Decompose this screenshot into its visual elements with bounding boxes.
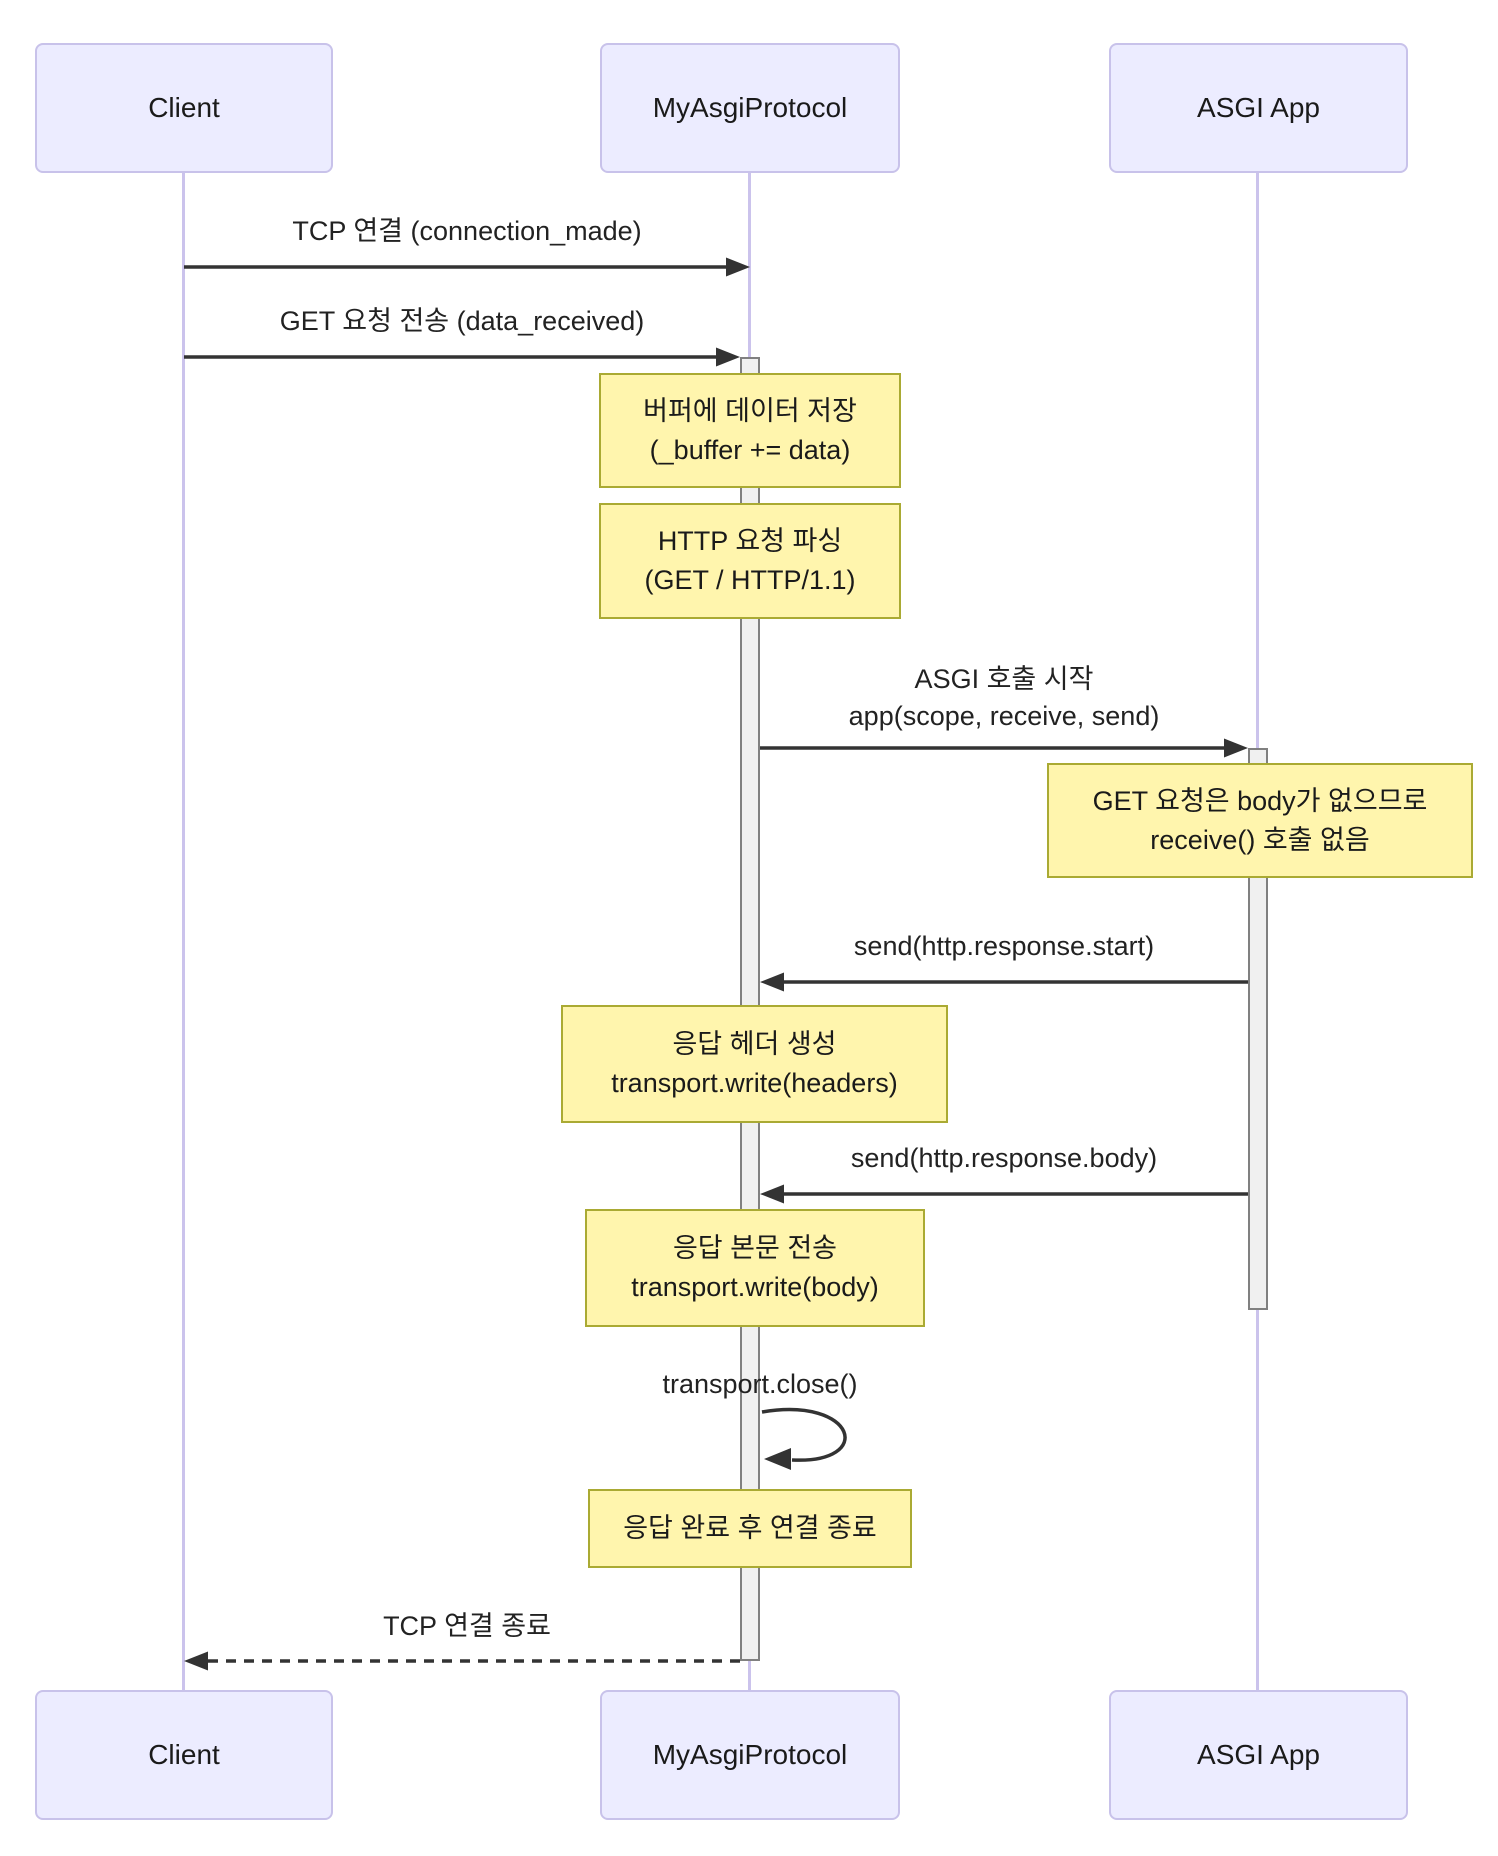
arrow-transport-close-loop	[761, 1407, 847, 1462]
note-connection-closed-line1: 응답 완료 후 연결 종료	[623, 1513, 877, 1543]
actor-bottom-myasgiprotocol: MyAsgiProtocol	[600, 1690, 900, 1820]
note-no-receive: GET 요청은 body가 없으므로 receive() 호출 없음	[1047, 763, 1473, 878]
actor-top-asgi-app: ASGI App	[1109, 43, 1408, 173]
message-label-asgi-call-line1: ASGI 호출 시작	[914, 664, 1094, 694]
note-no-receive-line2: receive() 호출 없음	[1150, 824, 1370, 855]
actor-top-myasgiprotocol-label: MyAsgiProtocol	[652, 92, 848, 123]
note-response-body-line1: 응답 본문 전송	[672, 1233, 838, 1263]
message-label-transport-close: transport.close()	[662, 1369, 858, 1399]
note-response-headers: 응답 헤더 생성 transport.write(headers)	[561, 1005, 948, 1123]
actor-top-client: Client	[35, 43, 333, 173]
arrowhead-asgi-call	[1224, 738, 1248, 758]
message-label-asgi-call-line2: app(scope, receive, send)	[848, 701, 1160, 731]
lifeline-client	[182, 173, 185, 1690]
actor-bottom-client-label: Client	[148, 1739, 220, 1770]
message-label-tcp-close: TCP 연결 종료	[383, 1611, 551, 1641]
actor-bottom-client: Client	[35, 1690, 333, 1820]
actor-top-myasgiprotocol: MyAsgiProtocol	[600, 43, 900, 173]
arrowhead-send-response-body	[760, 1184, 784, 1204]
note-buffer-store-line2: (_buffer += data)	[649, 434, 851, 465]
activation-asgi-app	[1248, 748, 1268, 1310]
note-http-parse: HTTP 요청 파싱 (GET / HTTP/1.1)	[599, 503, 901, 619]
note-response-body-line2: transport.write(body)	[631, 1272, 879, 1302]
note-http-parse-line1: HTTP 요청 파싱	[657, 526, 843, 556]
actor-bottom-asgi-app-label: ASGI App	[1197, 1739, 1320, 1770]
note-connection-closed: 응답 완료 후 연결 종료	[588, 1489, 912, 1568]
note-buffer-store: 버퍼에 데이터 저장 (_buffer += data)	[599, 373, 901, 488]
note-http-parse-line2: (GET / HTTP/1.1)	[644, 565, 856, 595]
message-label-asgi-call: ASGI 호출 시작 app(scope, receive, send)	[849, 661, 1160, 735]
actor-bottom-myasgiprotocol-label: MyAsgiProtocol	[652, 1739, 848, 1770]
message-label-send-response-start: send(http.response.start)	[853, 931, 1155, 961]
note-response-headers-line2: transport.write(headers)	[611, 1068, 898, 1098]
message-label-send-response-body: send(http.response.body)	[850, 1143, 1158, 1173]
arrowhead-tcp-connect	[726, 257, 750, 277]
arrowhead-get-request	[716, 347, 740, 367]
actor-top-client-label: Client	[148, 92, 220, 123]
actor-top-asgi-app-label: ASGI App	[1197, 92, 1320, 123]
arrowhead-send-response-start	[760, 972, 784, 992]
actor-bottom-asgi-app: ASGI App	[1109, 1690, 1408, 1820]
note-response-headers-line1: 응답 헤더 생성	[672, 1029, 837, 1059]
arrowhead-transport-close	[764, 1448, 791, 1470]
note-buffer-store-line1: 버퍼에 데이터 저장	[643, 395, 857, 426]
message-label-tcp-connect: TCP 연결 (connection_made)	[292, 216, 642, 246]
message-label-get-request: GET 요청 전송 (data_received)	[279, 306, 645, 336]
arrowhead-tcp-close	[184, 1651, 208, 1671]
note-response-body: 응답 본문 전송 transport.write(body)	[585, 1209, 925, 1327]
note-no-receive-line1: GET 요청은 body가 없으므로	[1092, 785, 1428, 816]
